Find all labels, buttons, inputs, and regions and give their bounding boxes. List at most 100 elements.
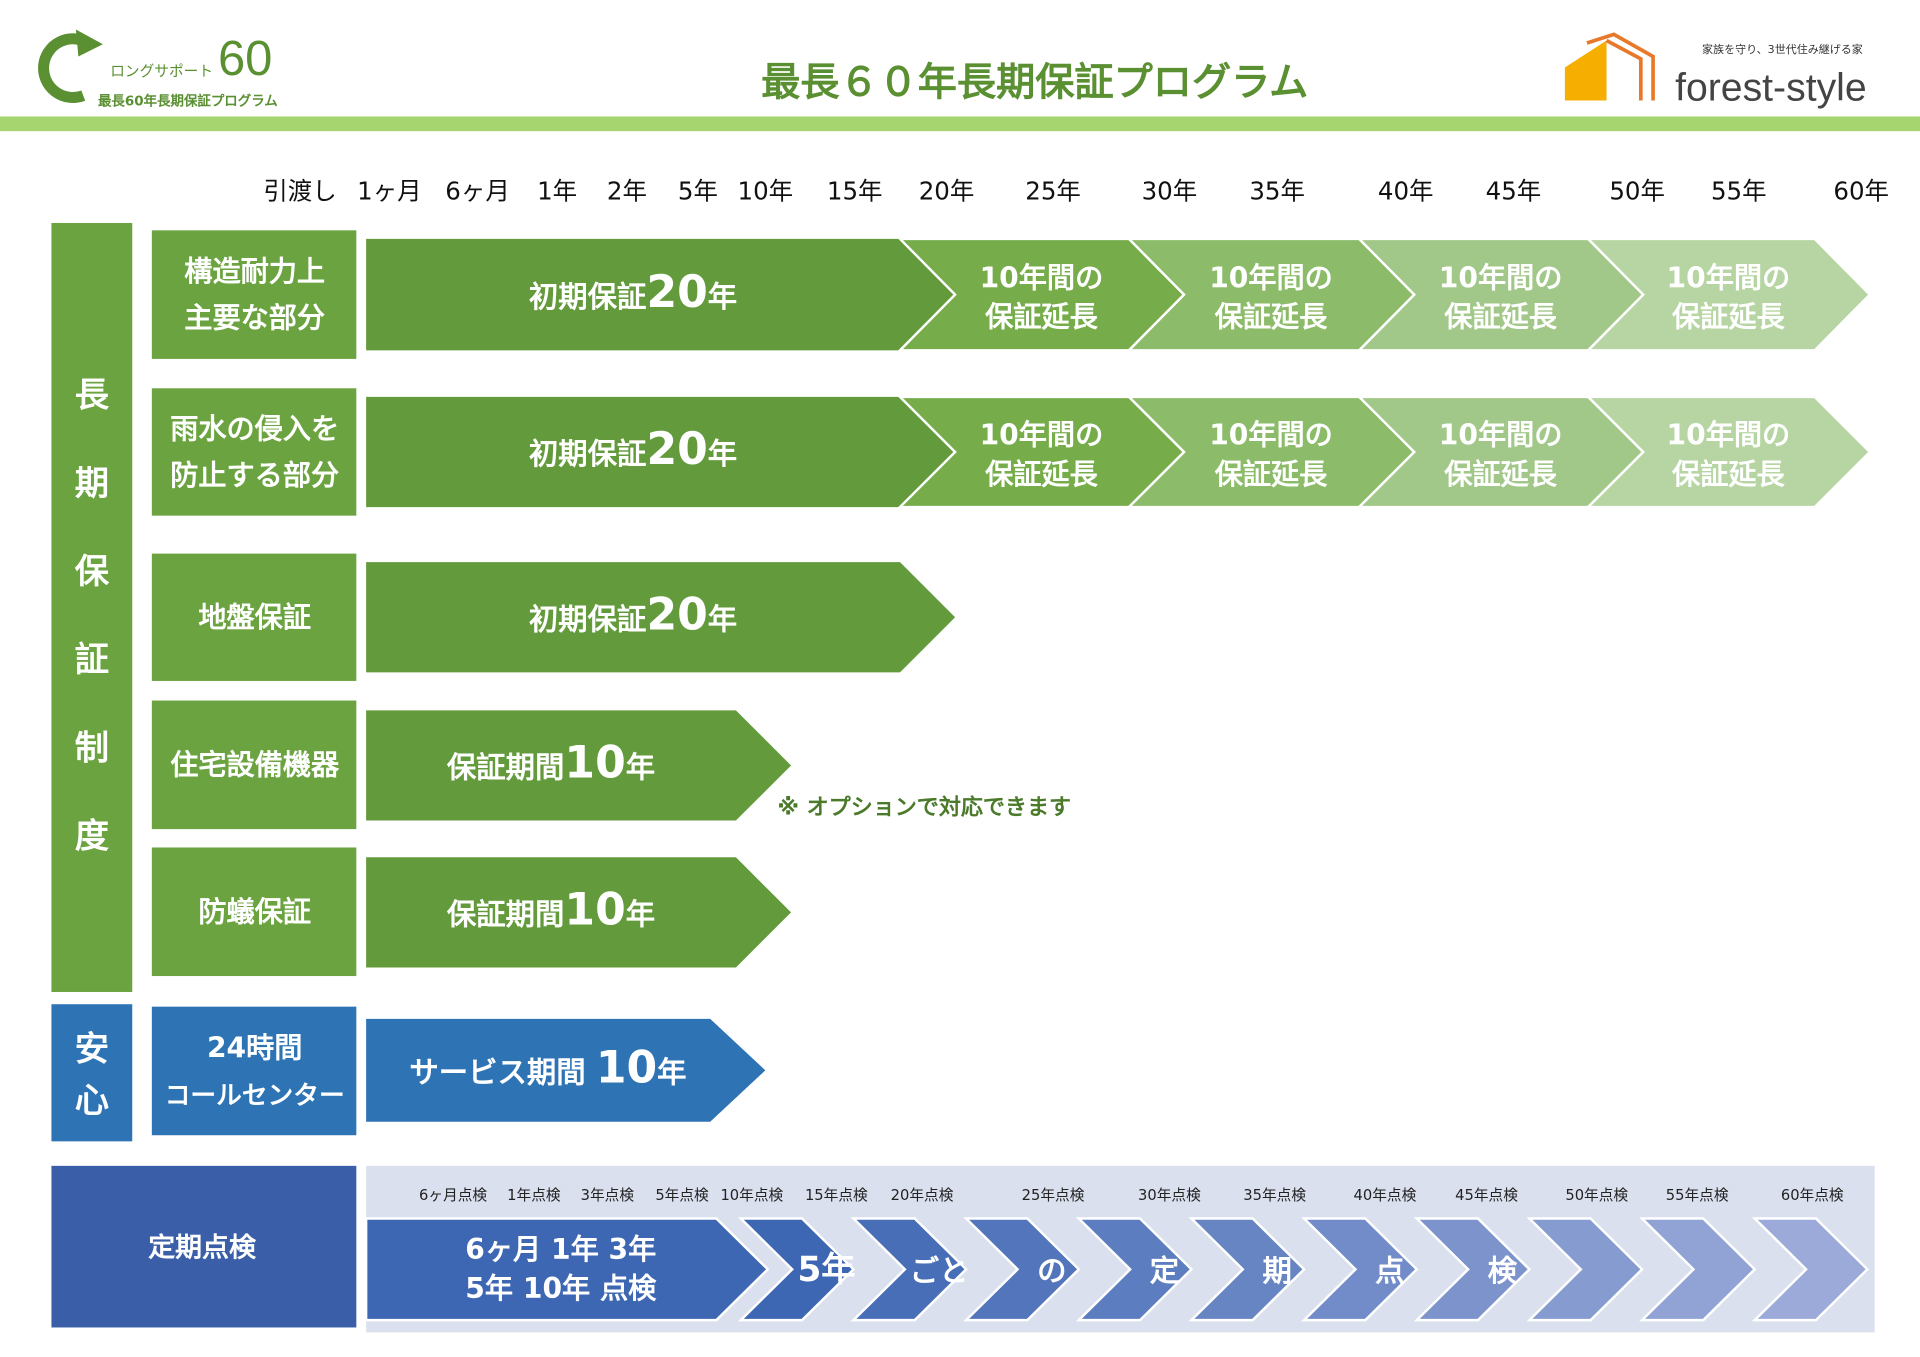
- inspection-chevron-label: 検: [1488, 1254, 1518, 1288]
- inspection-tick: 45年点検: [1455, 1187, 1518, 1204]
- inspection-label-box: [51, 1165, 357, 1328]
- inspection-tick: 30年点検: [1138, 1187, 1201, 1204]
- extension-label: 10年間の: [1439, 419, 1563, 452]
- timeline-tick: 15年: [827, 177, 883, 206]
- arrow-head-icon: [75, 29, 103, 57]
- inspection-chevron: [1301, 1217, 1419, 1322]
- page-title: 最長６０年長期保証プログラム: [761, 61, 1308, 106]
- main-period-arrow: [366, 710, 792, 821]
- inspection-chevron-label: 点: [1375, 1254, 1404, 1288]
- row-label: 防止する部分: [170, 459, 339, 492]
- side-char: 安: [75, 1030, 109, 1070]
- extension-label: 保証延長: [1672, 300, 1785, 333]
- side-char: 制: [75, 728, 109, 768]
- extension-label: 保証延長: [1444, 300, 1557, 333]
- timeline-tick: 25年: [1025, 177, 1081, 206]
- warranty-row: 構造耐力上主要な部分初期保証20年10年間の保証延長10年間の保証延長10年間の…: [151, 230, 1872, 359]
- extension-label: 10年間の: [1667, 261, 1791, 294]
- row-label: 主要な部分: [184, 302, 325, 335]
- anshin-side-label: 安心: [75, 1030, 109, 1121]
- row-label: 住宅設備機器: [170, 749, 340, 782]
- forest-style-logo: 家族を守り、3世代住み継げる家 forest-style: [1564, 32, 1867, 110]
- main-period-label: 初期保証20年: [529, 424, 737, 475]
- house-icon: [1564, 40, 1607, 101]
- main-period-label: 初期保証20年: [529, 590, 737, 641]
- inspection-first-arrow: [364, 1217, 770, 1322]
- row-label: 防蟻保証: [198, 896, 311, 929]
- main-period-label: 初期保証20年: [529, 267, 737, 318]
- extension-label: 10年間の: [1439, 261, 1563, 294]
- inspection-tick: 35年点検: [1243, 1187, 1306, 1204]
- extension-label: 保証延長: [1215, 300, 1328, 333]
- inspection-chevron: [1075, 1217, 1194, 1322]
- inspection-chevron: [1526, 1217, 1644, 1322]
- timeline-tick: 35年: [1249, 177, 1305, 206]
- option-note: ※ オプションで対応できます: [778, 794, 1071, 820]
- inspection-first-label: 6ヶ月 1年 3年: [465, 1233, 656, 1266]
- main-period-arrow: [366, 857, 792, 968]
- timeline-tick: 45年: [1486, 177, 1542, 206]
- timeline-tick: 20年: [919, 177, 975, 206]
- extension-label: 保証延長: [1444, 458, 1557, 491]
- inspection-chevron: [1188, 1217, 1306, 1322]
- inspection-chevron-label: ごと: [910, 1254, 969, 1288]
- inspection-tick: 5年点検: [655, 1187, 709, 1204]
- inspection-label: 定期点検: [148, 1231, 257, 1263]
- extension-label: 10年間の: [1209, 419, 1333, 452]
- guarantee-side-bar: [51, 222, 133, 992]
- inspection-tick: 60年点検: [1781, 1187, 1844, 1204]
- side-char: 証: [75, 640, 109, 680]
- inspection-chevron-label: 5年: [797, 1250, 855, 1290]
- inspection-tick: 3年点検: [581, 1187, 635, 1204]
- inspection-chevron: [963, 1217, 1081, 1322]
- extension-label: 10年間の: [980, 261, 1104, 294]
- extension-arrow: [1585, 237, 1872, 352]
- row-label: 24時間: [207, 1031, 303, 1064]
- row-label: 地盤保証: [198, 601, 311, 634]
- timeline-tick: 60年: [1833, 177, 1889, 206]
- side-char: 心: [75, 1081, 109, 1121]
- timeline-tick: 1ヶ月: [357, 177, 422, 206]
- extension-label: 保証延長: [985, 458, 1098, 491]
- inspection-tick: 10年点検: [720, 1187, 783, 1204]
- timeline-tick: 30年: [1142, 177, 1198, 206]
- inspection-tick: 50年点検: [1565, 1187, 1628, 1204]
- extension-label: 10年間の: [1209, 261, 1333, 294]
- extension-arrow: [1585, 395, 1872, 509]
- main-period-arrow: [366, 238, 956, 351]
- brand-name: forest-style: [1675, 67, 1867, 110]
- extension-label: 10年間の: [980, 419, 1104, 452]
- side-char: 期: [75, 464, 109, 504]
- logo-number: 60: [218, 32, 272, 86]
- timeline-tick: 55年: [1711, 177, 1767, 206]
- header-divider: [0, 116, 1920, 132]
- inspection-tick: 6ヶ月点検: [419, 1187, 487, 1204]
- inspection-chevron: [737, 1217, 856, 1322]
- row-label-box: [151, 230, 357, 359]
- main-period-arrow: [366, 562, 956, 673]
- inspection-chevron-label: 期: [1262, 1254, 1291, 1288]
- row-label: コールセンター: [165, 1081, 345, 1111]
- side-char: 保: [75, 552, 110, 592]
- warranty-row: 住宅設備機器 保証期間10年 ※ オプションで対応できます: [151, 700, 1071, 830]
- timeline-tick: 10年: [738, 177, 794, 206]
- timeline-tick: 50年: [1609, 177, 1665, 206]
- inspection-chevron-label: の: [1037, 1254, 1066, 1288]
- timeline-tick: 引渡し: [263, 177, 336, 206]
- warranty-row: 雨水の侵入を防止する部分初期保証20年10年間の保証延長10年間の保証延長10年…: [151, 388, 1872, 516]
- row-label-box: [151, 553, 357, 681]
- inspection-chevron-label: 定: [1150, 1254, 1180, 1288]
- timeline-tick: 2年: [607, 177, 647, 206]
- extension-label: 10年間の: [1667, 419, 1791, 452]
- extension-label: 保証延長: [1672, 458, 1785, 491]
- timeline-tick: 6ヶ月: [445, 177, 510, 206]
- main-period-label: サービス期間 10年: [409, 1043, 686, 1094]
- brand-tagline: 家族を守り、3世代住み継げる家: [1702, 42, 1863, 56]
- logo-subtitle: 最長60年長期保証プログラム: [98, 92, 278, 109]
- main-period-label: 保証期間10年: [447, 738, 655, 789]
- inspection-tick: 55年点検: [1666, 1187, 1729, 1204]
- inspection-first-label: 5年 10年 点検: [465, 1272, 657, 1305]
